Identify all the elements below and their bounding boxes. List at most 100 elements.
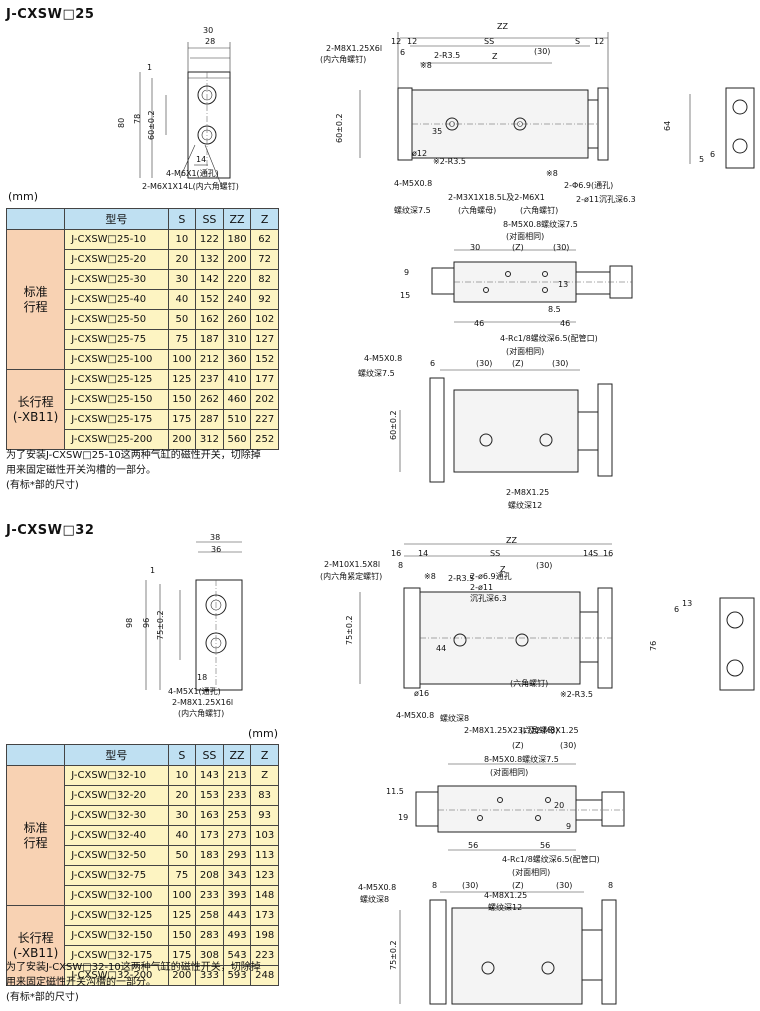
dimension-label: 6 — [710, 150, 715, 159]
group-label: 长行程(-XB11) — [5, 905, 66, 986]
value-cell: 310 — [222, 329, 252, 350]
model-cell: J-CXSW□25-50 — [64, 309, 169, 330]
group-label: 标准行程 — [5, 229, 66, 370]
dimension-label: (30) — [556, 881, 572, 890]
value-cell: 102 — [250, 309, 279, 330]
value-cell: 103 — [250, 825, 279, 846]
bottom-view-25 — [399, 369, 613, 483]
dimension-label: 2-ø11 — [470, 583, 493, 592]
dimension-label: (30) — [553, 243, 569, 252]
note-line: 用来固定磁性开关沟槽的一部分。 — [6, 977, 156, 988]
dimension-label: 46 — [474, 319, 484, 328]
dimension-label: 螺纹深7.5 — [394, 205, 431, 215]
model-cell: J-CXSW□32-75 — [64, 865, 169, 886]
dimension-label: 4-M6X1(通孔) — [166, 168, 219, 178]
dimension-label: 沉孔深6.3 — [470, 594, 507, 603]
value-cell: 123 — [250, 865, 279, 886]
dimension-label: (30) — [560, 741, 576, 750]
model-cell: J-CXSW□32-125 — [64, 905, 169, 926]
value-cell: 258 — [195, 905, 224, 926]
dimension-label: 螺纹深12 — [508, 500, 542, 510]
dimension-label: 12 — [391, 37, 401, 46]
dimension-label: (Z) — [512, 741, 524, 750]
dimension-label: (30) — [536, 561, 552, 570]
dimension-label: 16 — [391, 549, 401, 558]
dimension-label: 56 — [540, 841, 550, 850]
dimension-label: ø12 — [412, 149, 427, 158]
value-cell: 273 — [222, 825, 252, 846]
dimension-label: (对面相同) — [506, 231, 544, 241]
dimension-label: 80 — [117, 118, 126, 128]
dimension-label: 75±0.2 — [345, 615, 354, 645]
value-cell: 127 — [250, 329, 279, 350]
mid-view-25 — [431, 249, 633, 323]
dimension-label: (Z) — [512, 881, 524, 890]
note-25: 为了安装J-CXSW□25-10这两种气缸的磁性开关，切除掉 用来固定磁性开关沟… — [6, 448, 296, 493]
dimension-label: (对面相同) — [506, 346, 544, 356]
unit-label-25: (mm) — [8, 190, 39, 203]
dimension-label: 75±0.2 — [156, 610, 165, 640]
note-line: (有标*部的尺寸) — [6, 480, 79, 491]
top-view-32 — [359, 543, 613, 689]
note-line: 为了安装J-CXSW□32-10这两种气缸的磁性开关，切除掉 — [6, 962, 261, 973]
dimension-label: ø16 — [414, 689, 429, 698]
header-blank — [5, 208, 66, 230]
dimension-label: 30 — [203, 26, 213, 35]
model-cell: J-CXSW□32-150 — [64, 925, 169, 946]
value-cell: 173 — [250, 905, 279, 926]
dimension-label: 9 — [566, 822, 571, 831]
header-blank — [5, 744, 66, 766]
dimension-label: 20 — [554, 801, 564, 810]
value-cell: 173 — [195, 825, 224, 846]
dimension-label: 78 — [133, 114, 142, 124]
value-cell: 177 — [250, 369, 279, 390]
value-cell: Z — [250, 765, 279, 786]
value-cell: 293 — [222, 845, 252, 866]
dimension-label: Z — [492, 52, 498, 61]
model-cell: J-CXSW□25-150 — [64, 389, 169, 410]
dimension-label: 35 — [432, 127, 442, 136]
value-cell: 100 — [167, 349, 197, 370]
dimension-label: 14 — [583, 549, 593, 558]
dimension-label: (内六角螺钉) — [178, 708, 224, 718]
dimension-label: 螺纹深12 — [488, 902, 522, 912]
model-cell: J-CXSW□25-20 — [64, 249, 169, 270]
dimension-label: 螺纹深8 — [360, 894, 389, 904]
value-cell: 198 — [250, 925, 279, 946]
value-cell: 493 — [222, 925, 252, 946]
model-cell: J-CXSW□32-175 — [64, 945, 169, 966]
dimension-label: 16 — [603, 549, 613, 558]
note-line: 用来固定磁性开关沟槽的一部分。 — [6, 465, 156, 476]
section-title-32: J-CXSW□32 — [6, 523, 95, 538]
value-cell: 287 — [195, 409, 224, 430]
end-view-25 — [689, 87, 755, 169]
note-32: 为了安装J-CXSW□32-10这两种气缸的磁性开关，切除掉 用来固定磁性开关沟… — [6, 960, 296, 1005]
dimension-label: 13 — [558, 280, 568, 289]
section-title-25: J-CXSW□25 — [6, 7, 95, 22]
dimension-label: S — [593, 549, 598, 558]
value-cell: 10 — [167, 765, 197, 786]
model-cell: J-CXSW□32-200 — [64, 965, 169, 986]
value-cell: 40 — [167, 289, 197, 310]
dimension-label: 18 — [197, 673, 207, 682]
dimension-label: ZZ — [506, 536, 517, 545]
side-view-32 — [145, 541, 243, 691]
value-cell: 593 — [222, 965, 252, 986]
dimension-label: (Z) — [512, 359, 524, 368]
dimension-label: 2-Φ6.9(通孔) — [564, 180, 613, 190]
value-cell: 83 — [250, 785, 279, 806]
value-cell: 343 — [222, 865, 252, 886]
value-cell: 150 — [167, 925, 197, 946]
dimension-label: 56 — [468, 841, 478, 850]
end-view-32 — [719, 597, 755, 691]
dimension-label: 2-M8X1.25X6l — [326, 44, 382, 53]
